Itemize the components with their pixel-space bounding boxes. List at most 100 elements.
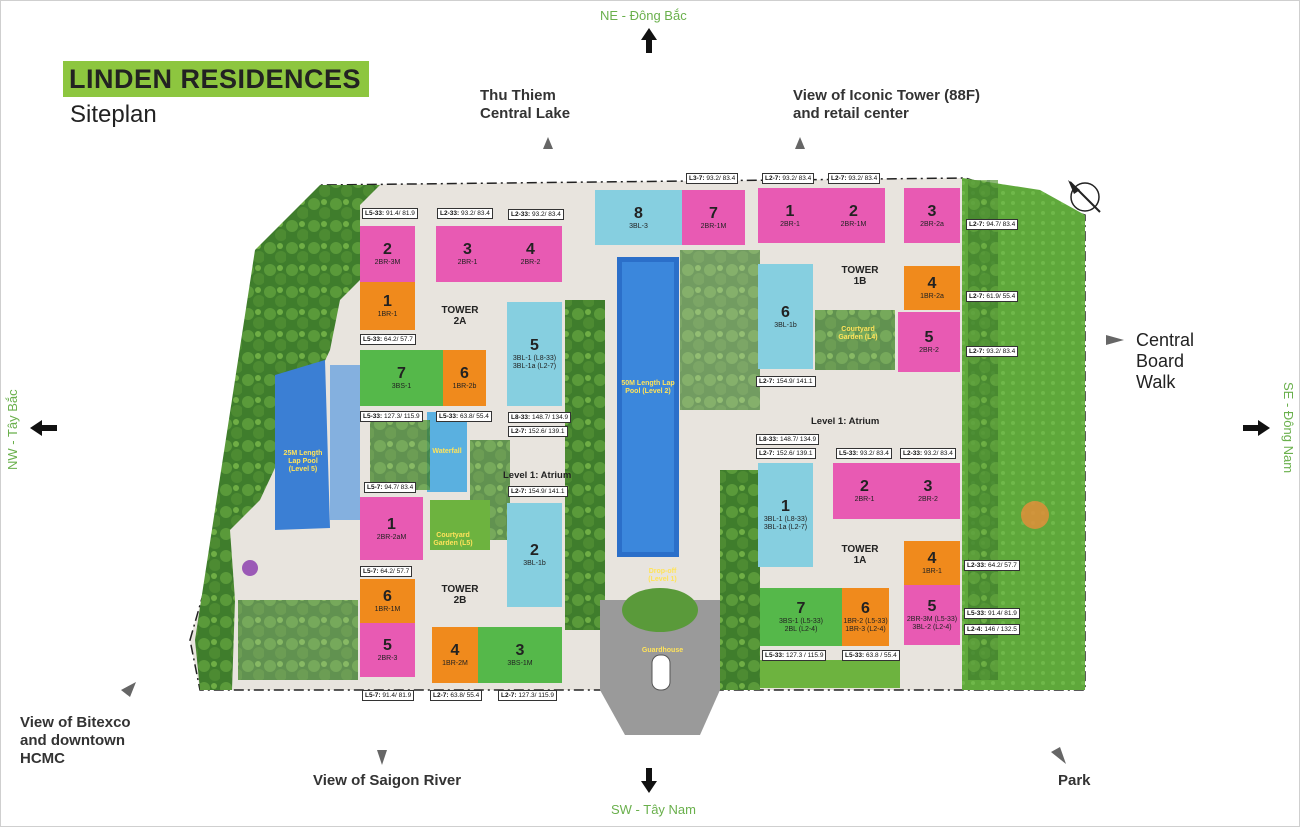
unit-1b-1[interactable]: 1 2BR-1 [758,188,822,243]
unit-number: 4 [450,642,460,659]
tag-level: L2-7: [765,175,781,182]
unit-type: 2BR-2 [918,496,938,503]
unit-number: 4 [927,275,937,292]
courtyard-l4-line2: Garden (L4) [838,334,878,341]
unit-2b-3[interactable]: 3 3BS-1M [478,627,562,683]
unit-number: 5 [530,337,539,354]
unit-1b-2[interactable]: 2 2BR-1M [822,188,885,243]
unit-2b-1[interactable]: 1 2BR-2aM [360,497,423,560]
tag-level: L3-7: [689,175,705,182]
tag-area: 91.4/ 81.9 [382,692,412,699]
unit-type: 2BR-2aM [376,533,407,541]
tag-area: 91.4/ 81.9 [987,610,1017,617]
unit-1b-6[interactable]: 6 3BL-1b [758,264,813,369]
unit-1a-5[interactable]: 5 2BR-3M (L5-33) 3BL-2 (L2-4) [904,585,960,645]
bitexco-view-marker-icon [121,682,136,697]
tag-area: 93.2/ 83.4 [923,450,953,457]
unit-type: 2BR-3M (L5-33) [906,616,958,623]
unit-2b-2[interactable]: 2 3BL-1b [507,503,562,607]
area-tag: L5-33: 127.3/ 115.9 [360,411,423,422]
tag-level: L2-33: [511,211,531,218]
unit-type: 2BR-2 [919,347,939,354]
unit-1b-5[interactable]: 5 2BR-2 [898,312,960,372]
unit-number: 6 [781,303,790,321]
tag-level: L5-33: [967,610,987,617]
tag-area: 127.3 / 115.9 [785,652,824,659]
tag-area: 64.2/ 57.7 [380,568,410,575]
unit-number: 1 [383,293,392,310]
unit-number: 1 [785,202,795,220]
unit-2b-5[interactable]: 5 2BR-3 [360,623,415,677]
waterfall-label: Waterfall [432,448,462,455]
unit-2a-2[interactable]: 2 2BR-3M [360,226,415,282]
area-tag: L5-7: 94.7/ 83.4 [364,482,417,493]
pool-25m-label: 25M Length Lap Pool (Level 5) [283,450,323,473]
dropoff-label: Drop-off (Level 1) [648,568,677,583]
tag-area: 93.2/ 83.4 [848,175,878,182]
view-bitexco-line2: and downtown [20,732,125,749]
tower-label-line2: 1B [853,276,867,287]
unit-number: 6 [460,365,469,382]
unit-2a-6[interactable]: 6 1BR-2b [443,350,486,406]
unit-1a-4[interactable]: 4 1BR-1 [904,541,960,585]
area-tag: L2-7: 152.6/ 139.1 [508,426,568,437]
tag-level: L5-33: [845,652,865,659]
area-tag: L5-33: 63.8 / 55.4 [842,650,900,661]
unit-1b-7[interactable]: 7 2BR-1M [682,190,745,245]
tag-level: L2-33: [440,210,460,217]
unit-number: 3 [463,241,472,258]
unit-2a-3[interactable]: 3 2BR-1 [436,226,499,282]
unit-1a-3[interactable]: 3 2BR-2 [896,463,960,519]
unit-1a-7[interactable]: 7 3BS-1 (L5-33) 2BL (L2-4) [760,588,842,646]
unit-type: 1BR-2a [920,293,944,300]
park-view-marker-icon [1051,747,1066,764]
area-tag: L2-33: 93.2/ 83.4 [508,209,564,220]
unit-number: 6 [861,600,870,617]
view-saigon-river: View of Saigon River [313,772,462,789]
unit-type: 2BR-1 [780,220,800,228]
unit-number: 2 [849,202,858,220]
unit-2a-5[interactable]: 5 3BL-1 (L8-33) 3BL-1a (L2-7) [507,302,562,406]
unit-1b-3[interactable]: 3 2BR-2a [904,188,960,243]
unit-1b-4[interactable]: 4 1BR-2a [904,266,960,310]
south-arrow-icon [641,768,657,793]
courtyard-l5-line1: Courtyard [436,532,470,539]
unit-1a-6[interactable]: 6 1BR-2 (L5-33) 1BR-3 (L2-4) [842,588,889,646]
unit-1a-1[interactable]: 1 3BL-1 (L8-33) 3BL-1a (L2-7) [758,463,813,567]
tag-level: L2-7: [433,692,449,699]
tag-area: 93.2/ 83.4 [986,348,1016,355]
unit-2b-6[interactable]: 6 1BR-1M [360,579,415,623]
central-board-walk: Central Board Walk [1136,330,1194,393]
courtyard-l5-line2: Garden (L5) [433,540,473,547]
tag-level: L5-33: [439,413,459,420]
unit-type: 1BR-1 [377,311,398,318]
unit-2a-1[interactable]: 1 1BR-1 [360,282,415,330]
unit-1b-8[interactable]: 8 3BL-3 [595,190,682,245]
unit-1a-2[interactable]: 2 2BR-1 [833,463,896,519]
area-tag: L5-33: 64.2/ 57.7 [360,334,416,345]
unit-2b-4[interactable]: 4 1BR-2M [432,627,478,683]
tag-level: L2-7: [511,488,527,495]
tag-area: 148.7/ 134.9 [779,436,817,443]
tag-area: 61.9/ 55.4 [986,293,1016,300]
tower-label-line1: TOWER [841,544,879,555]
unit-number: 1 [387,515,396,533]
area-tag: L2-7: 93.2/ 83.4 [966,346,1019,357]
tower-label-line2: 1A [853,555,867,566]
unit-2a-7[interactable]: 7 3BS-1 [360,350,443,406]
board-line1: Central [1136,330,1195,350]
tag-area: 94.7/ 83.4 [384,484,414,491]
tag-area: 63.8/ 55.4 [459,413,489,420]
unit-type: 3BS-1 (L5-33) [779,618,823,625]
area-tag: L8-33: 148.7/ 134.9 [508,412,572,423]
unit-2a-4[interactable]: 4 2BR-2 [499,226,562,282]
tag-level: L2-33: [903,450,923,457]
tag-level: L5-33: [765,652,785,659]
tag-area: 154.9/ 141.1 [776,378,813,385]
tag-level: L2-4: [967,626,983,633]
area-tag: L2-7: 63.8/ 55.4 [430,690,483,701]
north-arrow-icon [641,28,657,53]
tag-area: 63.8 / 55.4 [865,652,897,659]
view-park: Park [1058,772,1091,789]
